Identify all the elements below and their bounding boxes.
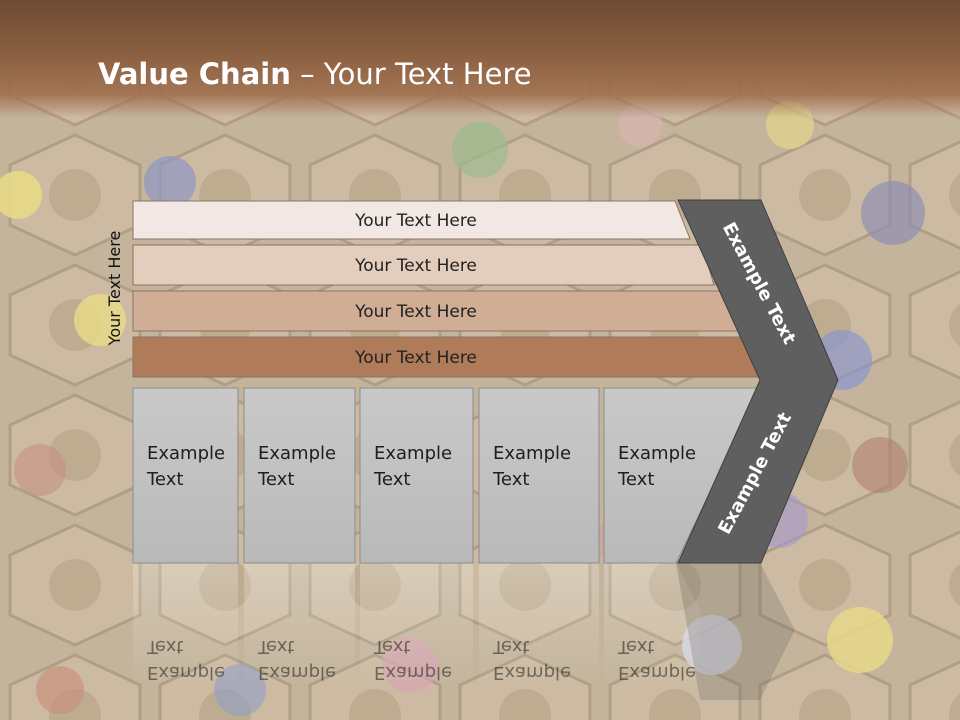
column-box xyxy=(478,387,600,564)
row-bar xyxy=(132,200,691,240)
column-box xyxy=(603,387,761,564)
column-label: Text xyxy=(257,469,294,490)
column-label: Example xyxy=(147,443,225,464)
column-label-reflection: Text xyxy=(257,636,294,657)
column-label: Example xyxy=(258,443,336,464)
column-label-reflection: Example xyxy=(147,662,225,683)
column-label: Text xyxy=(146,469,183,490)
column-reflection xyxy=(604,563,700,688)
column-reflection xyxy=(133,563,238,688)
title-band xyxy=(0,0,960,118)
row-bar-label: Your Text Here xyxy=(354,256,477,276)
chevron-reflection xyxy=(676,563,795,700)
column-reflection xyxy=(360,563,473,688)
column-label: Example xyxy=(374,443,452,464)
column-reflection xyxy=(244,563,355,688)
title-rest: – Your Text Here xyxy=(290,57,532,91)
column-label-reflection: Text xyxy=(146,636,183,657)
column-box xyxy=(243,387,356,564)
column-reflection xyxy=(479,563,599,688)
column-box xyxy=(132,387,239,564)
column-box xyxy=(359,387,474,564)
column-label-reflection: Example xyxy=(374,662,452,683)
column-label: Text xyxy=(373,469,410,490)
column-label-reflection: Text xyxy=(373,636,410,657)
column-label: Example xyxy=(618,443,696,464)
row-bar-label: Your Text Here xyxy=(354,302,477,322)
column-label: Text xyxy=(617,469,654,490)
row-bar-label: Your Text Here xyxy=(354,211,477,231)
column-label-reflection: Text xyxy=(492,636,529,657)
column-label-reflection: Example xyxy=(618,662,696,683)
column-label-reflection: Text xyxy=(617,636,654,657)
slide-title: Value Chain – Your Text Here xyxy=(98,54,532,94)
column-label-reflection: Example xyxy=(258,662,336,683)
title-bold: Value Chain xyxy=(98,57,291,91)
column-label: Text xyxy=(492,469,529,490)
column-label-reflection: Example xyxy=(493,662,571,683)
row-bar xyxy=(132,244,715,286)
row-bar-label: Your Text Here xyxy=(354,348,477,368)
chevron-arrow xyxy=(677,199,839,564)
column-label: Example xyxy=(493,443,571,464)
